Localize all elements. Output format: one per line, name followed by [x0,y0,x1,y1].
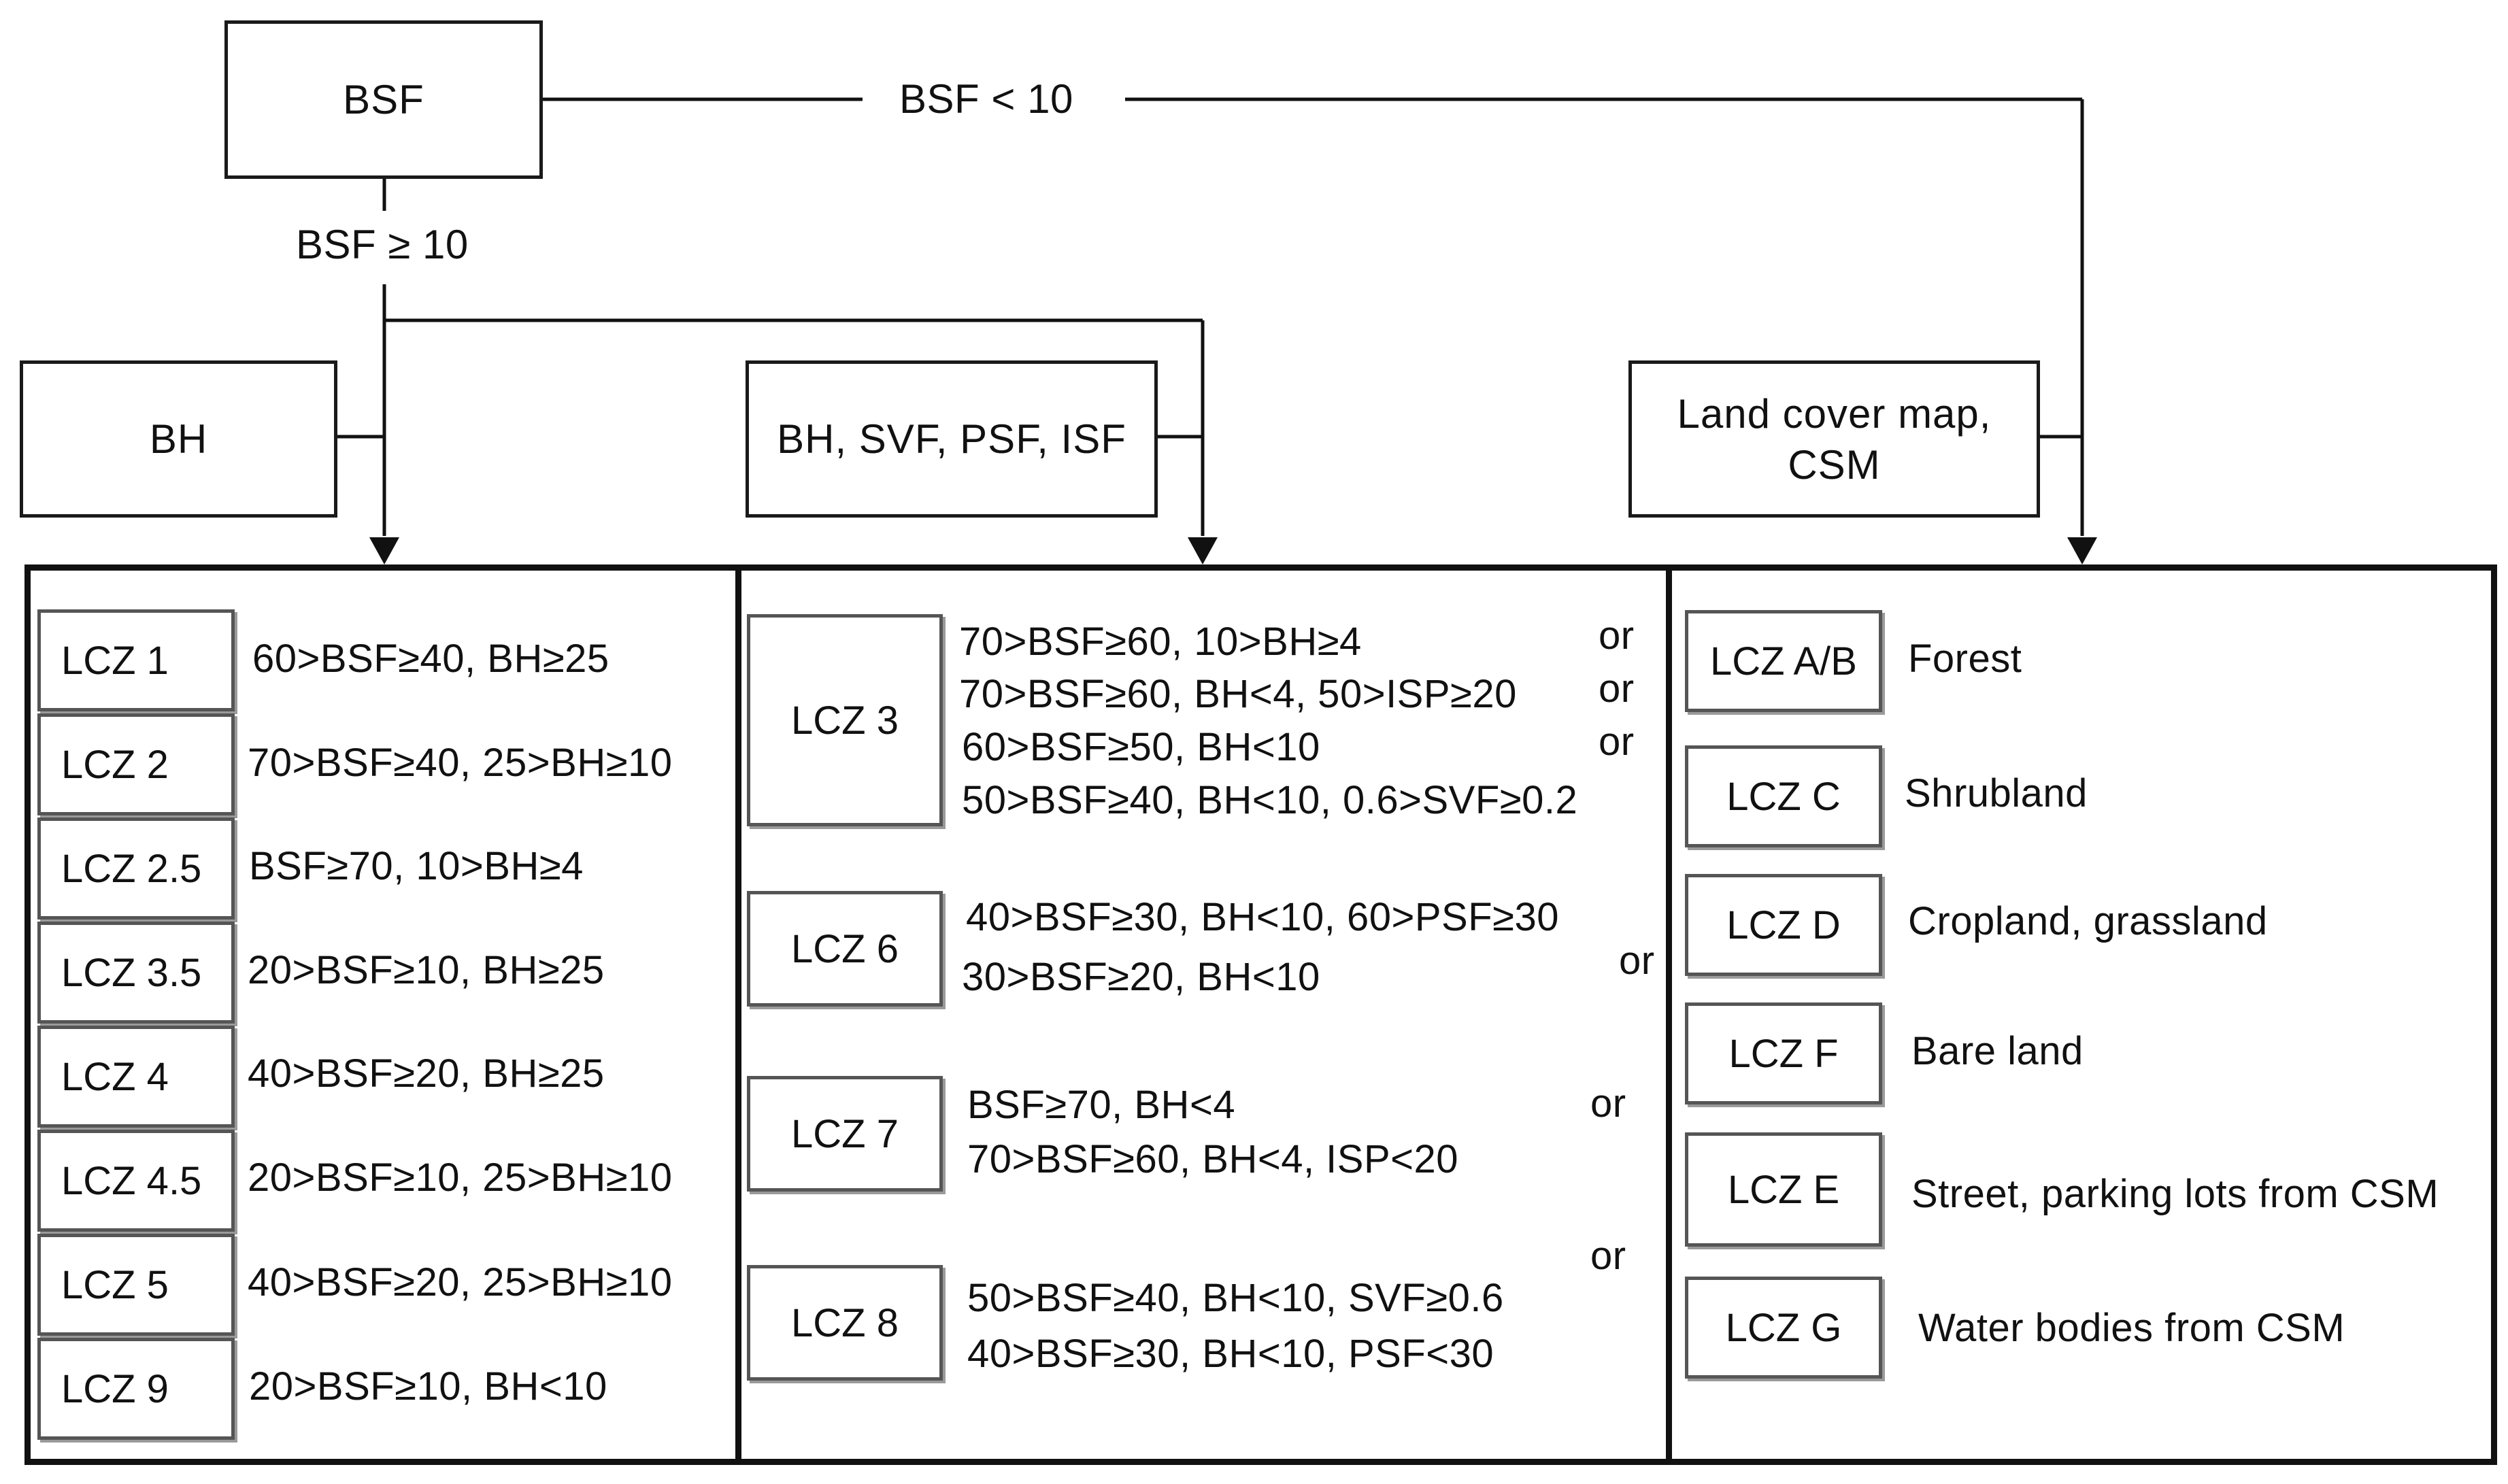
arrowhead-middle [1188,537,1218,564]
lcz-8-rule-1: 50>BSF≥40, BH<10, SVF≥0.6 [967,1276,1504,1320]
lcz-2-rule: 70>BSF≥40, 25>BH≥10 [248,741,673,785]
lcz-f-box: LCZ F [1685,1002,1882,1104]
land-input-line-1: Land cover map, [1677,390,1992,437]
lcz-g-box: LCZ G [1685,1277,1882,1379]
lcz-6-box: LCZ 6 [747,891,943,1007]
lcz-1-rule: 60>BSF≥40, BH≥25 [252,637,609,681]
land-input-box: Land cover map, CSM [1628,360,2040,518]
lcz-4-5-box: LCZ 4.5 [37,1130,235,1232]
lcz-3-rule-1: 70>BSF≥60, 10>BH≥4 [959,620,1362,664]
lcz-1-box: LCZ 1 [37,609,235,711]
lcz-8-rule-2: 40>BSF≥30, BH<10, PSF<30 [967,1332,1494,1376]
multi-input-label: BH, SVF, PSF, ISF [777,416,1126,462]
bh-input-label: BH [149,416,208,462]
lcz-c-box: LCZ C [1685,745,1882,847]
lcz-f-desc: Bare land [1911,1029,2084,1073]
bh-input-box: BH [20,360,337,518]
lcz-6-or: or [1619,939,1655,983]
lcz-7-rule-1: BSF≥70, BH<4 [967,1083,1236,1127]
lcz-9-box: LCZ 9 [37,1338,235,1440]
lcz-3-5-box: LCZ 3.5 [37,922,235,1024]
lcz-4-rule: 40>BSF≥20, BH≥25 [248,1051,605,1096]
lcz-a-b-box: LCZ A/B [1685,610,1882,712]
lcz-c-desc: Shrubland [1905,771,2088,815]
bsf-box: BSF [224,20,543,179]
lcz-8-box: LCZ 8 [747,1265,943,1381]
lcz-3-rule-2: 70>BSF≥60, BH<4, 50>ISP≥20 [959,672,1517,716]
lcz-4-box: LCZ 4 [37,1026,235,1128]
lcz-e-box: LCZ E [1685,1132,1882,1247]
lcz-9-rule: 20>BSF≥10, BH<10 [249,1364,607,1409]
lcz-3-rule-3: 60>BSF≥50, BH<10 [962,725,1320,769]
lcz-3-or-3: or [1599,720,1635,764]
lcz-5-rule: 40>BSF≥20, 25>BH≥10 [248,1260,673,1304]
branch-bsf-high-label: BSF ≥ 10 [296,222,469,267]
lcz-7-rule-2: 70>BSF≥60, BH<4, ISP<20 [967,1137,1459,1181]
lcz-6-rule-1: 40>BSF≥30, BH<10, 60>PSF≥30 [966,895,1559,939]
lcz-4-5-rule: 20>BSF≥10, 25>BH≥10 [248,1156,673,1200]
branch-bsf-low-label: BSF < 10 [899,76,1073,122]
lcz-d-desc: Cropland, grassland [1908,899,2268,943]
lcz-g-desc: Water bodies from CSM [1918,1306,2345,1350]
lcz-5-box: LCZ 5 [37,1234,235,1336]
lcz-7-or: or [1590,1081,1626,1126]
lcz-a-b-desc: Forest [1908,637,2022,681]
multi-input-box: BH, SVF, PSF, ISF [746,360,1158,518]
lcz-3-or-2: or [1599,667,1635,711]
lcz-3-or-1: or [1599,613,1635,658]
lcz-e-desc: Street, parking lots from CSM [1911,1172,2439,1216]
lcz-8-or: or [1590,1234,1626,1278]
lcz-2-box: LCZ 2 [37,713,235,815]
lcz-2-5-box: LCZ 2.5 [37,817,235,920]
lcz-2-5-rule: BSF≥70, 10>BH≥4 [249,844,584,888]
arrowhead-left [369,537,399,564]
lcz-3-5-rule: 20>BSF≥10, BH≥25 [248,948,605,992]
lcz-d-box: LCZ D [1685,874,1882,976]
lcz-7-box: LCZ 7 [747,1076,943,1192]
bsf-label: BSF [343,77,424,122]
lcz-3-box: LCZ 3 [747,614,943,826]
arrowhead-right [2067,537,2097,564]
land-input-line-2: CSM [1788,441,1881,488]
lcz-6-rule-2: 30>BSF≥20, BH<10 [962,955,1320,999]
lcz-3-rule-4: 50>BSF≥40, BH<10, 0.6>SVF≥0.2 [962,778,1578,822]
